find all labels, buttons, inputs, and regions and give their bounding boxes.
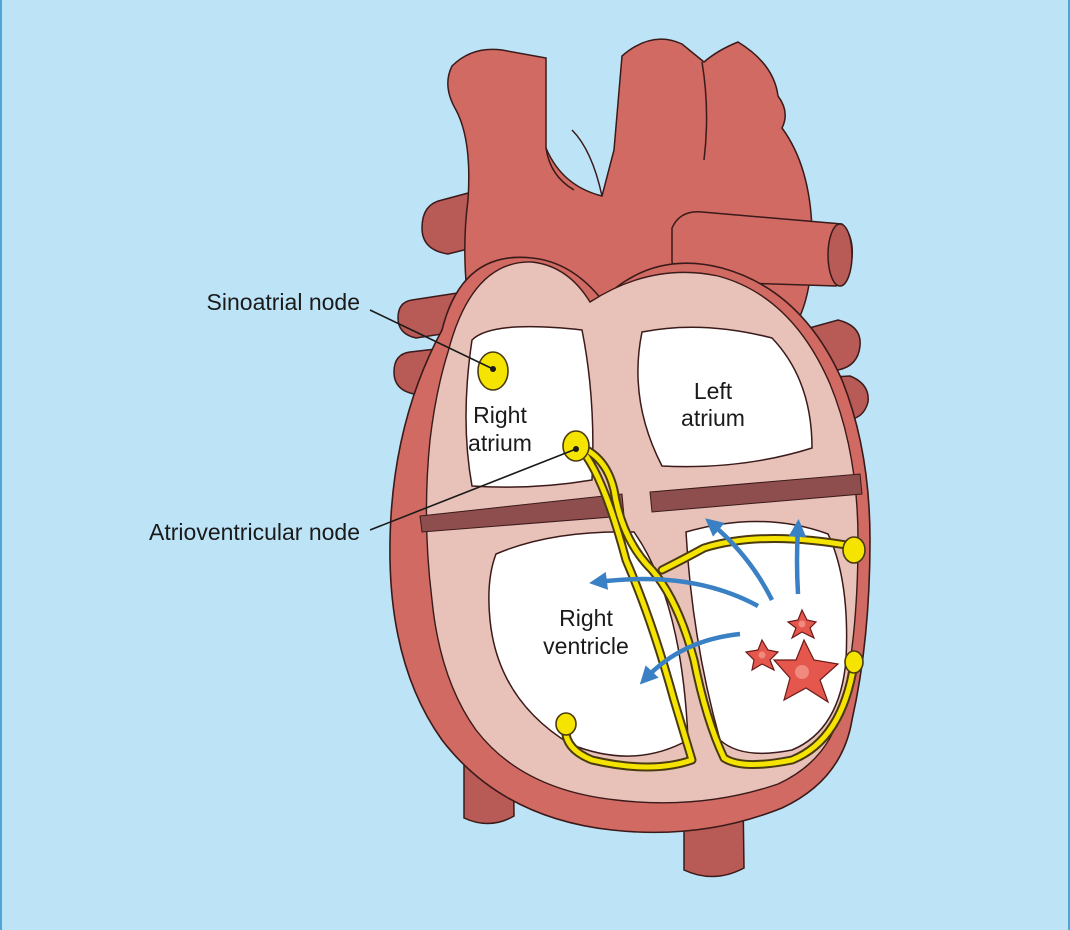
sinoatrial-leader (369, 309, 494, 370)
leader-lines (369, 309, 577, 531)
arrow-to-right-ventricle-upper (589, 571, 760, 608)
purkinje-terminal-upper (842, 536, 866, 564)
bundle-of-his-right-branch (563, 443, 695, 770)
aortic-arch (447, 38, 854, 331)
right-atrium-label-line1: Right (473, 402, 527, 428)
sinoatrial-node-label: Sinoatrial node (207, 289, 360, 315)
left-atrium-label-line1: Left (694, 378, 733, 404)
purkinje-upper-branch (659, 535, 855, 573)
right-ventricle-label-line2: ventricle (543, 633, 629, 659)
purkinje-terminal-lower (844, 650, 864, 674)
right-atrium-label-line2: atrium (468, 430, 532, 456)
bundle-of-his-left-branch (575, 443, 857, 768)
conduction-system (561, 441, 859, 772)
arrow-to-right-ventricle-lower (639, 631, 741, 685)
atrioventricular-node-label: Atrioventricular node (149, 519, 360, 545)
atrioventricular-leader (369, 448, 577, 531)
left-atrium-label-line2: atrium (681, 405, 745, 431)
arrow-up-left (705, 518, 775, 602)
arrow-up-right (788, 519, 807, 595)
right-ventricle-label-line1: Right (559, 605, 613, 631)
av-septum (419, 473, 863, 533)
pulmonary-artery-opening (827, 223, 853, 287)
purkinje-terminal-right (555, 712, 577, 736)
left-atrium-chamber (637, 326, 813, 468)
impulse-arrows (589, 518, 807, 685)
